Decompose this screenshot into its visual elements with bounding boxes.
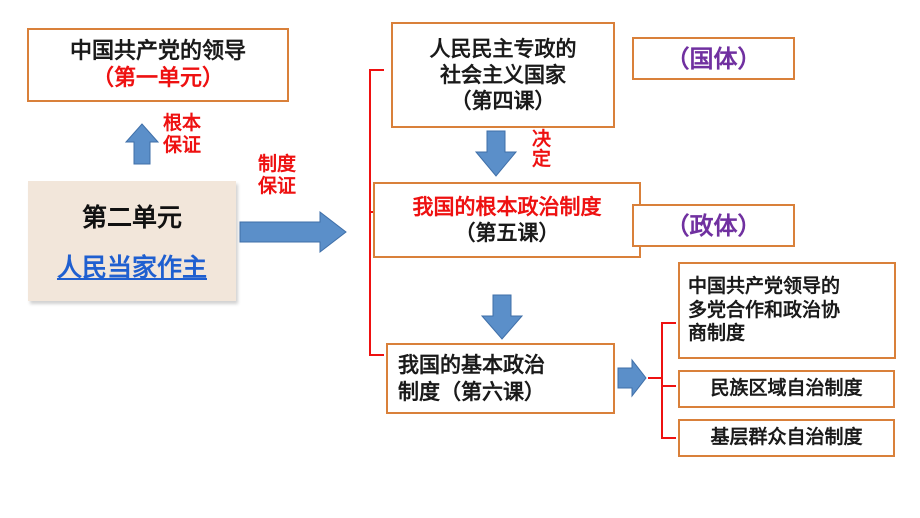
decide-label: 决 定	[532, 128, 552, 170]
cpc-leadership-box: 中国共产党的领导 （第一单元）	[27, 28, 289, 102]
multiparty-line3: 商制度	[688, 322, 746, 345]
cpc-leadership-title: 中国共产党的领导	[69, 38, 246, 64]
system-label-line2: 保证	[258, 174, 297, 197]
fundamental-label-line2: 保证	[163, 133, 202, 156]
dictatorship-line1: 人民民主专政的	[429, 36, 577, 61]
cpc-leadership-unit: （第一单元）	[91, 66, 224, 91]
ethnic-autonomy-box: 民族区域自治制度	[678, 370, 895, 408]
grassroots-autonomy-text: 基层群众自治制度	[710, 426, 863, 449]
system-guarantee-label: 制度 保证	[258, 153, 297, 198]
down-arrow-lesson6	[480, 294, 524, 340]
guoti-text: （国体）	[665, 44, 762, 73]
zhengti-text: （政体）	[665, 211, 762, 240]
grassroots-autonomy-box: 基层群众自治制度	[678, 419, 895, 457]
fundamental-label-line1: 根本	[163, 112, 202, 134]
system-label-line1: 制度	[258, 153, 297, 175]
dictatorship-box: 人民民主专政的 社会主义国家 （第四课）	[391, 22, 615, 128]
basic-system-box: 我国的基本政治 制度（第六课）	[386, 343, 615, 414]
up-arrow	[124, 123, 160, 165]
zhengti-box: （政体）	[632, 204, 795, 247]
guoti-box: （国体）	[632, 37, 795, 80]
ethnic-autonomy-text: 民族区域自治制度	[710, 377, 863, 400]
fundamental-system-title: 我国的根本政治制度	[412, 194, 602, 219]
unit-two-box: 第二单元 人民当家作主	[28, 181, 236, 301]
fundamental-guarantee-label: 根本 保证	[163, 112, 202, 157]
multiparty-box: 中国共产党领导的 多党合作和政治协 商制度	[678, 262, 896, 359]
unit-two-subtitle: 人民当家作主	[56, 253, 207, 282]
down-arrow-decide	[474, 130, 518, 177]
basic-system-line2: 制度（第六课）	[398, 379, 545, 404]
fundamental-system-box: 我国的根本政治制度 （第五课）	[373, 182, 641, 258]
decide-line1: 决	[532, 128, 552, 150]
basic-system-line1: 我国的基本政治	[398, 353, 545, 378]
sub-bracket	[661, 322, 676, 439]
unit-two-title: 第二单元	[81, 203, 182, 232]
decide-line2: 定	[532, 147, 552, 170]
right-arrow-main	[239, 210, 347, 254]
multiparty-line1: 中国共产党领导的	[688, 274, 841, 297]
fundamental-system-lesson: （第五课）	[454, 221, 560, 245]
multiparty-line2: 多党合作和政治协	[688, 298, 841, 321]
right-arrow-small	[617, 358, 647, 398]
dictatorship-line3: （第四课）	[450, 89, 556, 114]
dictatorship-line2: 社会主义国家	[440, 62, 566, 87]
